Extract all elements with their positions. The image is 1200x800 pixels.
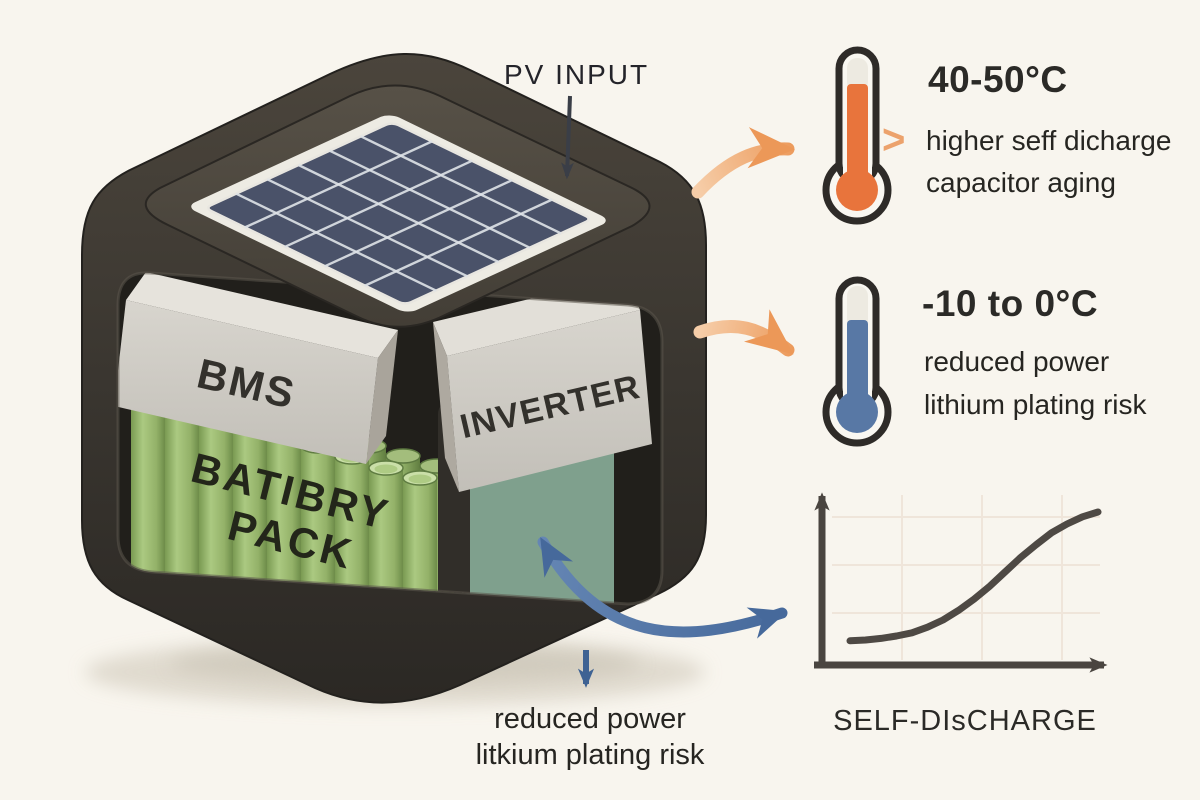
solar-panel [186,113,612,314]
hot-chevron-icon: > [882,116,906,164]
bms-box: BMS [118,272,398,464]
hot-temp-range: 40-50°C [928,59,1068,100]
pv-input-label: PV INPUT [504,59,650,90]
hot-effect-line1: higher seff dicharge [926,125,1172,156]
device-illustration: BMS INVERTER BATIBRY PACK [82,54,706,704]
bottom-note-line2: litkium plating risk [475,739,705,771]
cold-effect-line2: lithium plating risk [924,389,1147,420]
hot-arrow [691,127,796,199]
thermometer-cold-icon [822,276,892,447]
cold-temp-range: -10 to 0°C [922,283,1099,324]
bottom-note-line1: reduced power [494,703,686,735]
chart-caption: SELF-DIsCHARGE [833,705,1097,737]
cold-effect-line1: reduced power [924,346,1110,377]
discharge-curved-arrow [537,536,788,639]
thermometer-hot-icon [822,46,892,225]
self-discharge-chart [814,492,1108,673]
chart-grid [832,495,1100,660]
inverter-box: INVERTER [433,276,652,492]
chart-curve [846,508,1102,645]
hot-effect-line2: capacitor aging [926,167,1116,198]
cold-arrow [693,309,795,357]
pv-input-arrow [561,95,574,180]
